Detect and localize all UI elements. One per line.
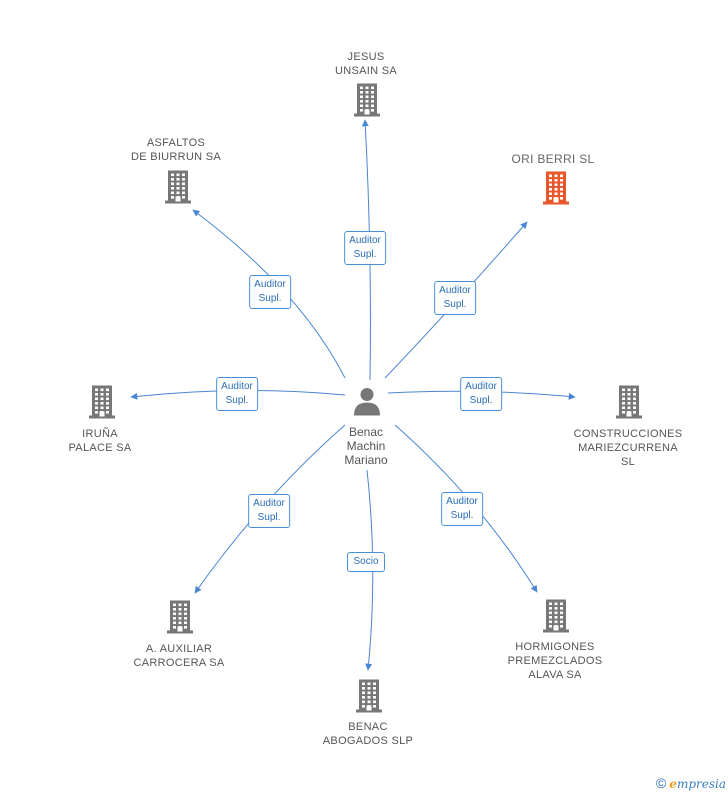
building-icon[interactable] <box>352 83 382 122</box>
edge-label-asfaltos: Auditor Supl. <box>249 275 291 309</box>
brand-logo: empresia <box>669 777 726 791</box>
edge-label-auxiliar: Auditor Supl. <box>248 494 290 528</box>
building-icon[interactable] <box>354 679 384 718</box>
building-icon[interactable] <box>614 385 644 424</box>
edge-label-ori: Auditor Supl. <box>434 281 476 315</box>
node-label-benac[interactable]: BENAC ABOGADOS SLP <box>322 721 414 747</box>
edge-label-benac: Socio <box>347 552 385 572</box>
person-icon[interactable] <box>352 386 382 421</box>
edge-label-construcciones: Auditor Supl. <box>460 377 502 411</box>
building-icon[interactable] <box>87 385 117 424</box>
node-label-auxiliar[interactable]: A. AUXILIAR CARROCERA SA <box>133 643 225 669</box>
node-label-hormigones[interactable]: HORMIGONES PREMEZCLADOS ALAVA SA <box>507 641 603 681</box>
building-icon[interactable] <box>541 171 571 210</box>
node-label-jesus[interactable]: JESUS UNSAIN SA <box>335 51 397 77</box>
building-icon[interactable] <box>163 170 193 209</box>
center-name[interactable]: Benac Machin Mariano <box>344 425 388 467</box>
footer-brand[interactable]: ©empresia <box>656 775 726 791</box>
edge-label-hormigones: Auditor Supl. <box>441 492 483 526</box>
building-icon[interactable] <box>541 599 571 638</box>
edge-label-iruna: Auditor Supl. <box>216 377 258 411</box>
copyright-icon: © <box>655 775 667 791</box>
node-label-construcciones[interactable]: CONSTRUCCIONES MARIEZCURRENA SL <box>573 428 683 468</box>
building-icon[interactable] <box>165 600 195 639</box>
node-label-ori[interactable]: ORI BERRI SL <box>511 152 595 166</box>
edge-label-jesus: Auditor Supl. <box>344 231 386 265</box>
node-label-asfaltos[interactable]: ASFALTOS DE BIURRUN SA <box>130 137 222 163</box>
brand-e: e <box>669 777 677 791</box>
node-label-iruna[interactable]: IRUÑA PALACE SA <box>68 428 132 454</box>
brand-rest: mpresia <box>676 777 726 791</box>
